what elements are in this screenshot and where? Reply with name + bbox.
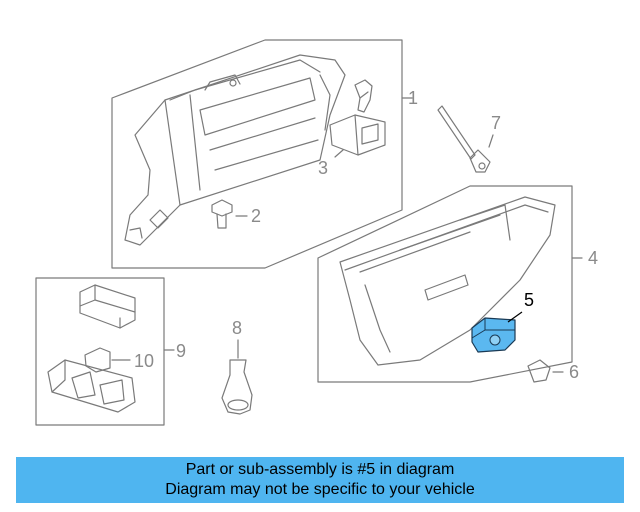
part-10-bulb xyxy=(84,347,131,373)
part-8-knob xyxy=(221,339,253,415)
callout-4: 4 xyxy=(588,248,598,268)
lamp-group-outline xyxy=(35,277,175,426)
part-6-bumper xyxy=(527,359,564,383)
part-clip-top xyxy=(354,79,373,113)
callout-10: 10 xyxy=(134,351,154,371)
part-9-switch xyxy=(79,284,136,329)
glove-box-door xyxy=(339,196,556,366)
banner-line-1: Part or sub-assembly is #5 in diagram xyxy=(185,461,455,478)
callout-7: 7 xyxy=(491,113,501,133)
callout-9: 9 xyxy=(176,341,186,361)
parts-diagram: 1 2 3 4 5 6 7 8 9 10 xyxy=(35,39,598,426)
lower-panel-outline xyxy=(317,185,583,383)
callout-1: 1 xyxy=(408,88,418,108)
callout-6: 6 xyxy=(569,362,579,382)
callout-3: 3 xyxy=(318,158,328,178)
part-5-highlighted-handle xyxy=(471,311,523,353)
glove-box-housing xyxy=(124,54,346,246)
part-2-screw xyxy=(211,199,248,229)
callout-2: 2 xyxy=(251,206,261,226)
part-3-latch xyxy=(329,114,386,158)
upper-panel-outline xyxy=(111,39,413,269)
lamp-housing xyxy=(47,359,136,413)
banner-line-2: Diagram may not be specific to your vehi… xyxy=(165,481,475,498)
part-7-strut xyxy=(437,105,494,173)
callout-8: 8 xyxy=(232,318,242,338)
callout-5: 5 xyxy=(524,290,534,310)
info-banner: Part or sub-assembly is #5 in diagram Di… xyxy=(16,457,624,503)
